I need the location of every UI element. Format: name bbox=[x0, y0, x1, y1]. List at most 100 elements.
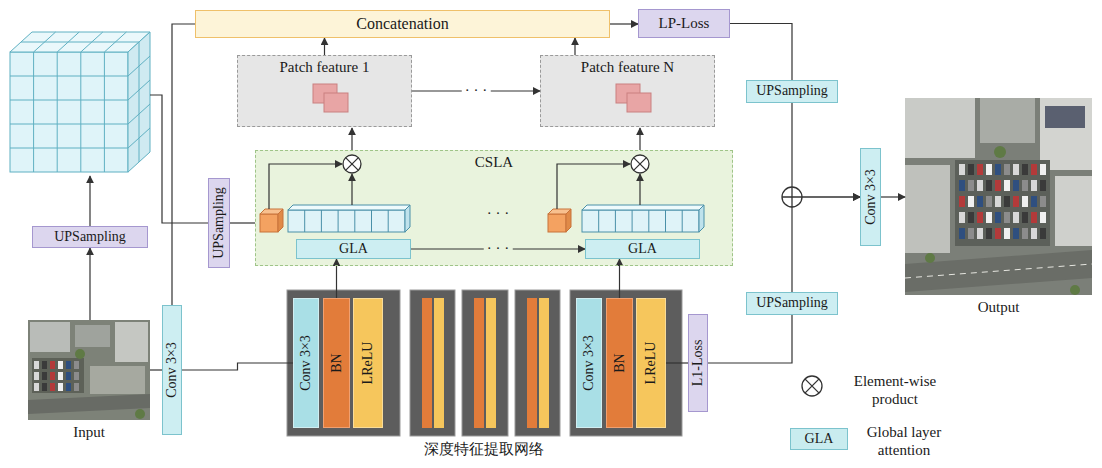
feature-cube bbox=[10, 32, 150, 52]
car bbox=[66, 383, 71, 391]
car bbox=[977, 212, 983, 223]
car bbox=[34, 383, 39, 391]
car bbox=[986, 180, 992, 191]
car bbox=[1022, 180, 1028, 191]
conv-block bbox=[515, 290, 560, 436]
aerial-image bbox=[34, 361, 79, 391]
feature-box: Patch feature 1 bbox=[237, 55, 412, 127]
attention-tensor bbox=[582, 205, 704, 210]
network-caption: 深度特征提取网络 bbox=[424, 441, 544, 458]
connector bbox=[324, 38, 325, 55]
connector bbox=[708, 315, 792, 363]
car bbox=[1013, 164, 1019, 175]
wire bbox=[557, 164, 630, 209]
feature-cube bbox=[10, 52, 128, 172]
aerial-image bbox=[905, 98, 1092, 295]
car bbox=[995, 228, 1001, 239]
process-box: LReLU bbox=[636, 298, 666, 428]
car bbox=[959, 164, 965, 175]
wire bbox=[351, 128, 352, 150]
car bbox=[1004, 180, 1010, 191]
car bbox=[1040, 180, 1046, 191]
car bbox=[1031, 164, 1037, 175]
node-text: Concatenation bbox=[356, 15, 448, 33]
attention-tensor bbox=[599, 210, 683, 232]
car bbox=[74, 361, 79, 369]
car bbox=[74, 372, 79, 380]
attention-tensor bbox=[260, 214, 278, 232]
aerial-image bbox=[905, 98, 975, 158]
conv-block bbox=[486, 298, 496, 428]
node-text: Patch feature N bbox=[581, 59, 674, 76]
car bbox=[1013, 180, 1019, 191]
attention-region bbox=[255, 150, 733, 266]
car bbox=[1040, 164, 1046, 175]
wire bbox=[269, 164, 640, 209]
car bbox=[58, 372, 63, 380]
car bbox=[1031, 180, 1037, 191]
connector bbox=[574, 38, 575, 55]
car bbox=[1004, 228, 1010, 239]
car bbox=[1022, 196, 1028, 207]
conv-block bbox=[474, 298, 484, 428]
car bbox=[1040, 212, 1046, 223]
car bbox=[986, 228, 992, 239]
car bbox=[959, 196, 965, 207]
feature-cube bbox=[128, 32, 150, 172]
node-text: UPSampling bbox=[54, 229, 126, 245]
car bbox=[995, 196, 1001, 207]
wire bbox=[269, 164, 342, 209]
conv-block bbox=[539, 298, 549, 428]
conv-block bbox=[410, 290, 455, 436]
aerial-image bbox=[30, 322, 70, 352]
car bbox=[1022, 228, 1028, 239]
car bbox=[1031, 196, 1037, 207]
car bbox=[50, 383, 55, 391]
aerial-image bbox=[1070, 285, 1080, 295]
car bbox=[959, 212, 965, 223]
aerial-image bbox=[1045, 106, 1085, 128]
wire bbox=[351, 174, 352, 205]
concat-box: Concatenation bbox=[195, 10, 610, 38]
conv-block bbox=[287, 290, 682, 436]
aerial-image bbox=[135, 409, 145, 419]
node-text: Patch feature 1 bbox=[280, 59, 370, 76]
node-text: Input bbox=[73, 424, 105, 441]
car bbox=[1004, 164, 1010, 175]
connector bbox=[730, 24, 792, 81]
conv-block bbox=[570, 290, 682, 436]
car bbox=[986, 164, 992, 175]
node-text: Output bbox=[978, 299, 1020, 316]
aerial-image bbox=[905, 264, 1092, 278]
car bbox=[1022, 212, 1028, 223]
product-symbol bbox=[346, 158, 359, 171]
aerial-image bbox=[905, 250, 1092, 292]
attention-tensor bbox=[699, 205, 704, 232]
aerial-image bbox=[1040, 98, 1092, 170]
node-text: GLA bbox=[628, 241, 657, 257]
aerial-image bbox=[994, 146, 1006, 158]
feature-panel bbox=[627, 93, 651, 112]
car bbox=[50, 372, 55, 380]
car bbox=[968, 164, 974, 175]
car bbox=[74, 383, 79, 391]
process-box: GLA bbox=[585, 239, 700, 259]
wire bbox=[639, 174, 640, 205]
connector bbox=[792, 103, 860, 197]
car bbox=[1004, 196, 1010, 207]
conv-block bbox=[434, 298, 444, 428]
attention-tensor bbox=[548, 214, 566, 232]
car bbox=[959, 180, 965, 191]
car bbox=[42, 383, 47, 391]
car bbox=[42, 372, 47, 380]
car bbox=[58, 383, 63, 391]
car bbox=[977, 180, 983, 191]
aerial-image bbox=[75, 349, 85, 359]
aerial-image bbox=[905, 98, 1092, 295]
node-text: CSLA bbox=[475, 154, 513, 171]
process-box: Conv 3×3 bbox=[162, 305, 182, 435]
edge-label: · · · bbox=[484, 240, 513, 257]
attention-tensor bbox=[260, 205, 704, 232]
attention-tensor bbox=[288, 205, 410, 210]
feature-cube bbox=[128, 42, 150, 162]
